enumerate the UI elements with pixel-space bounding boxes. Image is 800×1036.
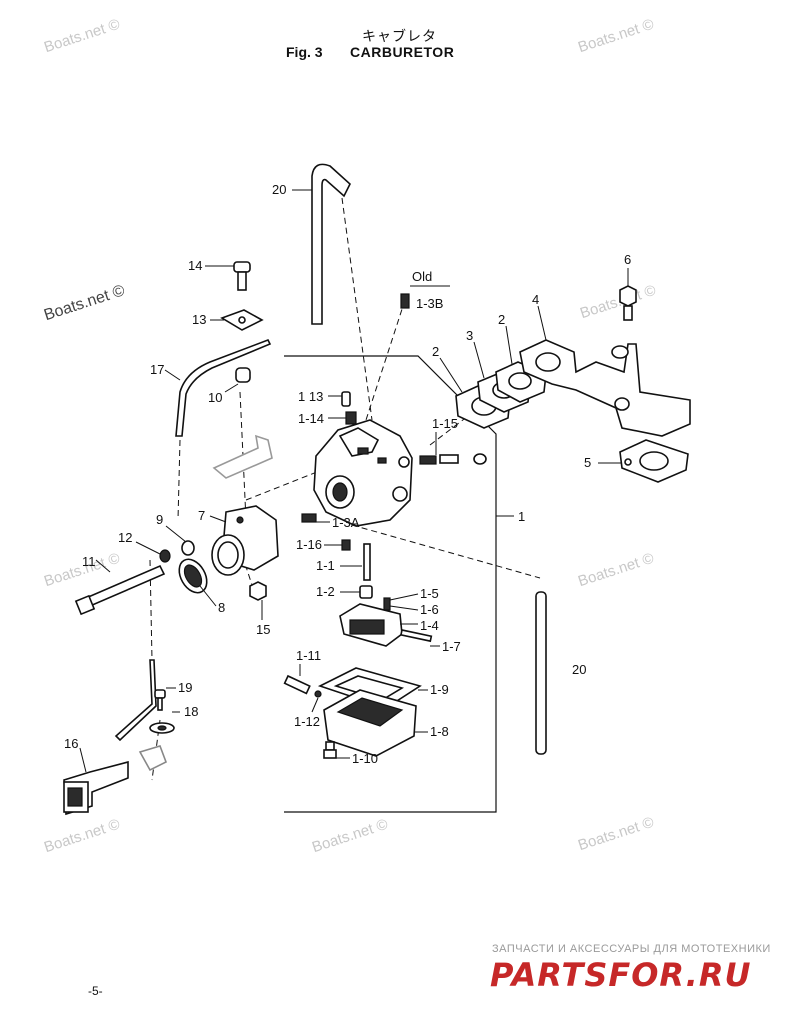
callout-1-3b: 1-3B — [416, 296, 443, 311]
pin-1-7 — [400, 629, 433, 643]
jet-1-3a — [301, 513, 317, 523]
spring-1-14 — [345, 411, 357, 425]
gasket-5 — [619, 439, 689, 483]
callout-2-left: 2 — [432, 344, 439, 359]
callout-8: 8 — [218, 600, 225, 615]
callout-9: 9 — [156, 512, 163, 527]
callout-1-6: 1-6 — [420, 602, 439, 617]
callout-1-15: 1-15 — [432, 416, 458, 431]
callout-5: 5 — [584, 455, 591, 470]
spring-1-12 — [314, 690, 322, 698]
callout-11: 11 — [82, 554, 96, 569]
jet-1-2 — [359, 585, 373, 599]
callout-4: 4 — [532, 292, 539, 307]
bolt-11 — [74, 564, 166, 616]
screw-1-10 — [323, 741, 337, 759]
screw-1-15 — [419, 453, 487, 465]
carburetor-body — [313, 419, 413, 527]
screw-19 — [154, 689, 166, 711]
cable-17 — [175, 338, 272, 437]
screw-1-11 — [283, 674, 311, 695]
intake-7 — [211, 505, 279, 576]
figure-title: CARBURETOR — [350, 44, 455, 60]
washer-12 — [159, 549, 171, 563]
float-1-4 — [339, 603, 403, 647]
callout-2-right: 2 — [498, 312, 505, 327]
jet-1-16 — [341, 539, 351, 551]
callout-labels: 20 14 13 17 10 1 13 1-14 1-15 1-3B 2 3 2… — [64, 182, 631, 766]
old-version-box: Old — [412, 269, 432, 284]
shop-logo: PARTSFOR.RU — [490, 956, 752, 994]
old-label: Old — [412, 269, 432, 284]
shop-tagline: ЗАПЧАСТИ И АКСЕССУАРЫ ДЛЯ МОТОТЕХНИКИ — [492, 943, 771, 955]
callout-1-3a: 1-3A — [332, 515, 360, 530]
callout-14: 14 — [188, 258, 202, 273]
pin-1-5 — [383, 597, 391, 611]
callout-1-14: 1-14 — [298, 411, 324, 426]
callout-19: 19 — [178, 680, 192, 695]
hose-20-upper — [311, 163, 351, 325]
bolt-14 — [233, 261, 251, 291]
callout-1-10: 1-10 — [352, 751, 378, 766]
figure-number: Fig. 3 — [286, 44, 323, 60]
gasket-8 — [178, 558, 208, 594]
callout-1-8: 1-8 — [430, 724, 449, 739]
washer-18 — [149, 722, 175, 734]
callout-1-16: 1-16 — [296, 537, 322, 552]
callout-18: 18 — [184, 704, 198, 719]
callout-1-13: 1 13 — [298, 389, 323, 404]
callout-20-upper: 20 — [272, 182, 286, 197]
callout-1-7: 1-7 — [442, 639, 461, 654]
callout-13: 13 — [192, 312, 206, 327]
clip-lower — [138, 745, 168, 772]
callout-7: 7 — [198, 508, 205, 523]
washer-9 — [181, 540, 195, 556]
callout-1-4: 1-4 — [420, 618, 439, 633]
assembly-bracket — [284, 355, 514, 813]
callout-10: 10 — [208, 390, 222, 405]
callout-1-2: 1-2 — [316, 584, 335, 599]
title-japanese: キャブレタ — [362, 29, 437, 45]
bolt-6 — [619, 285, 637, 321]
manifold-4 — [519, 339, 691, 437]
callout-3: 3 — [466, 328, 473, 343]
callout-1: 1 — [518, 509, 525, 524]
float-bowl-1-8 — [323, 689, 417, 757]
callout-17: 17 — [150, 362, 164, 377]
callout-1-11: 1-11 — [296, 648, 321, 663]
elbow-hose — [212, 434, 273, 479]
leader-lines — [79, 189, 629, 773]
callout-1-12: 1-12 — [294, 714, 320, 729]
plate-13 — [220, 309, 264, 331]
callout-1-1: 1-1 — [316, 558, 335, 573]
callout-20-right: 20 — [572, 662, 586, 677]
cable-lower — [114, 659, 157, 742]
page-number: -5- — [88, 984, 103, 998]
callout-6: 6 — [624, 252, 631, 267]
bracket-16 — [63, 760, 129, 816]
needle-1-1 — [363, 543, 371, 581]
nut-15 — [249, 581, 267, 601]
jet-1-3b — [400, 293, 410, 309]
callout-16: 16 — [64, 736, 78, 751]
screw-1-13 — [341, 391, 351, 407]
callout-12: 12 — [118, 530, 132, 545]
callout-15: 15 — [256, 622, 270, 637]
callout-1-5: 1-5 — [420, 586, 439, 601]
grommet-10 — [235, 367, 251, 383]
hose-20-right — [535, 591, 547, 755]
callout-1-9: 1-9 — [430, 682, 449, 697]
